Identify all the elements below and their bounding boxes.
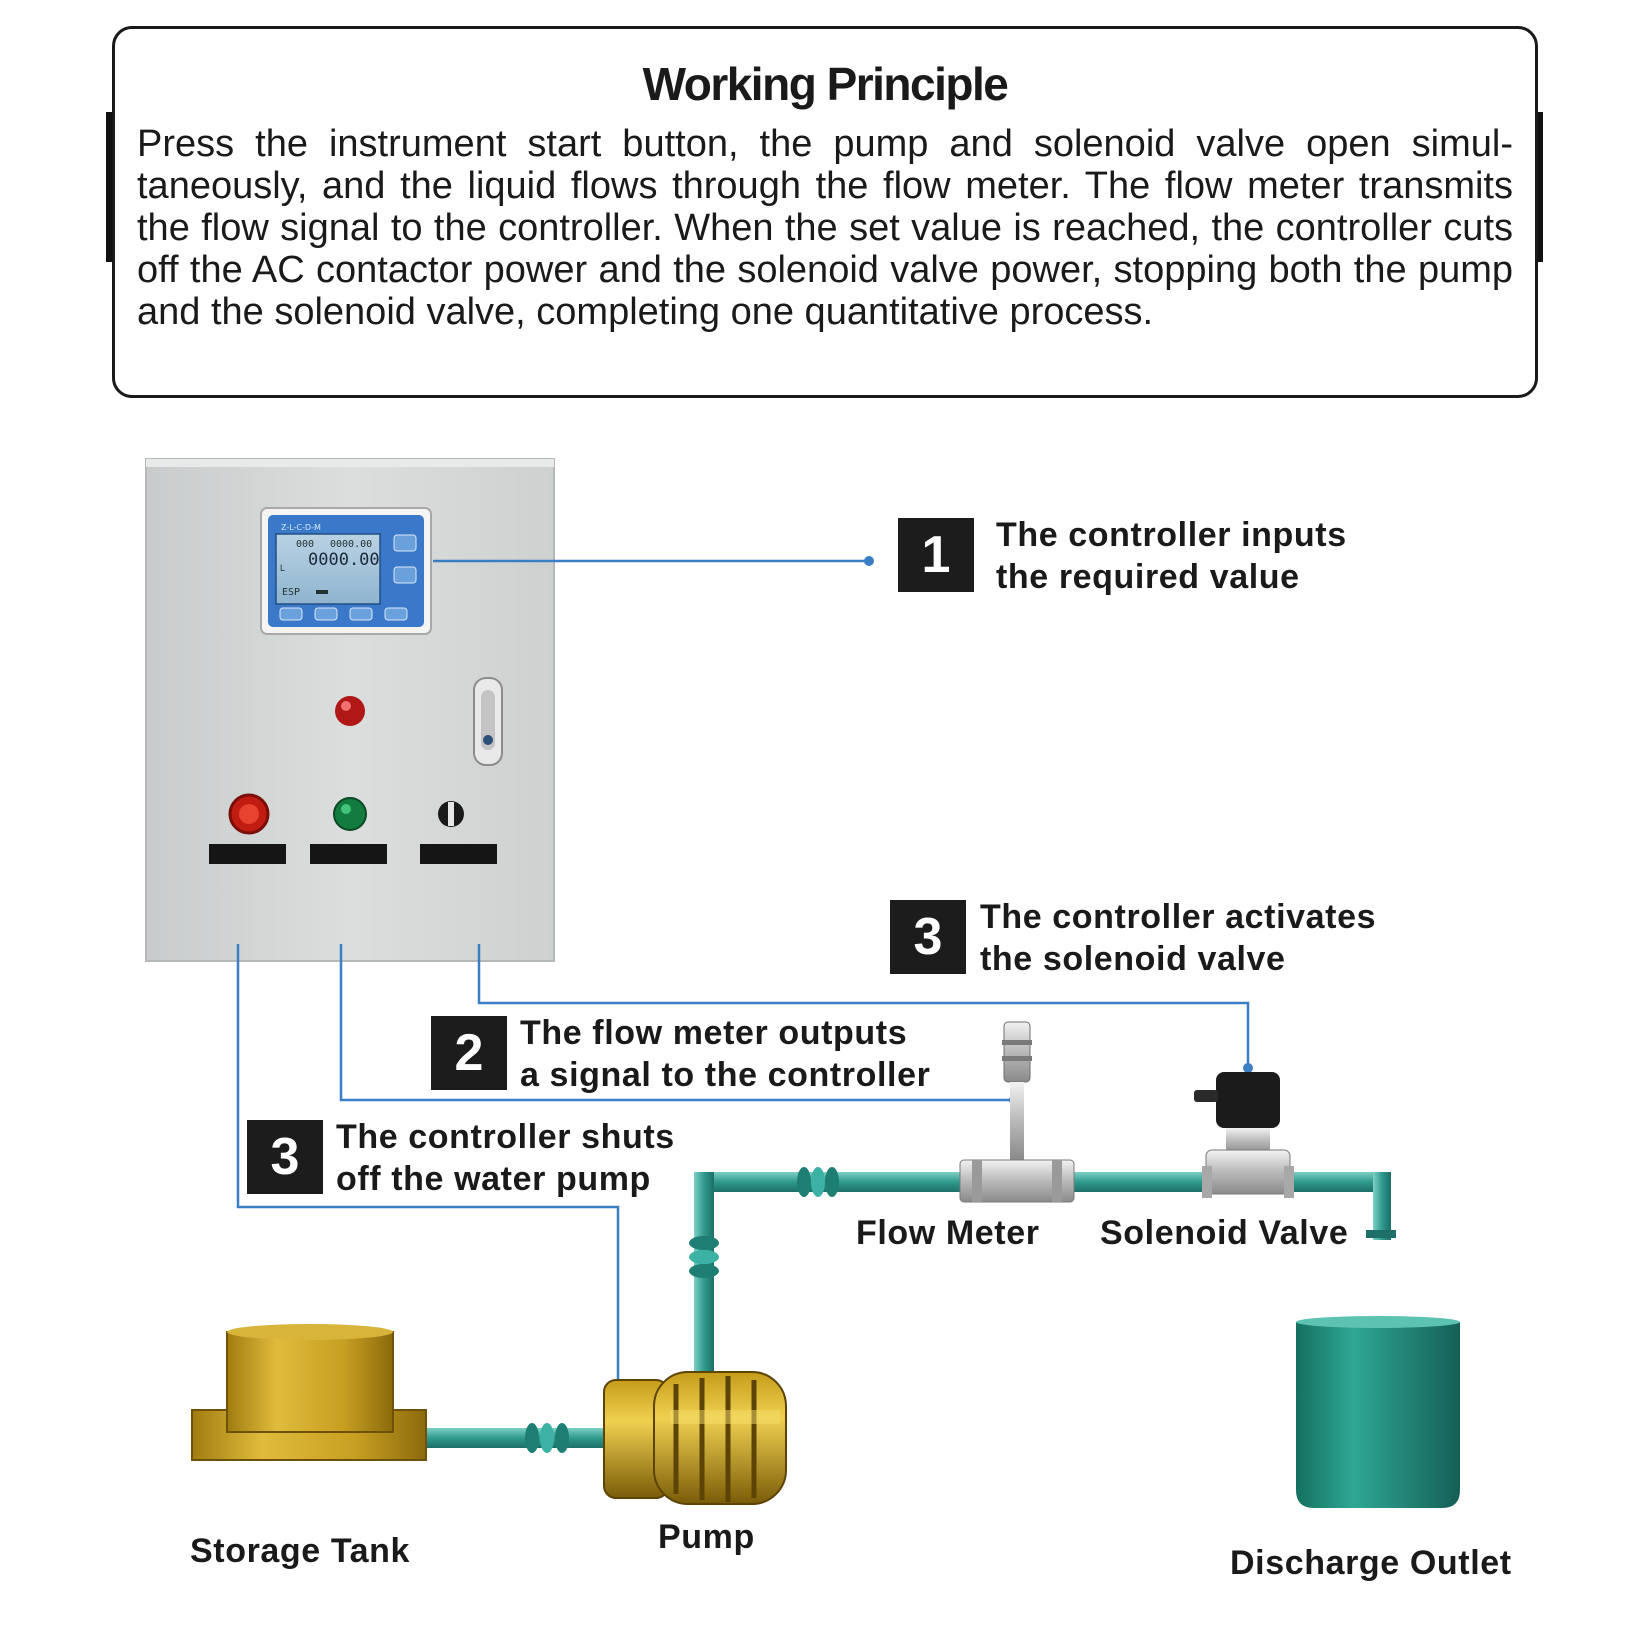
inline-valve-vertical	[689, 1236, 719, 1278]
stop-button	[228, 793, 270, 835]
signal-dot-solenoid	[1243, 1063, 1253, 1073]
inline-valve-bottom	[525, 1423, 569, 1453]
storage-tank-label: Storage Tank	[190, 1532, 411, 1570]
step-1-line-1: The controller inputs	[996, 516, 1347, 554]
step-badge-3-solenoid: 3	[890, 900, 966, 974]
step-3-pump-line-1: The controller shuts	[336, 1118, 675, 1156]
step-2-line-1: The flow meter outputs	[520, 1014, 908, 1052]
principle-box-left-bar	[106, 112, 117, 262]
signal-line-flow-meter	[339, 944, 1014, 1102]
discharge-outlet	[1296, 1316, 1460, 1508]
step-3-pump-line-2: off the water pump	[336, 1160, 651, 1198]
principle-text: Press the instrument start button, the p…	[137, 123, 1513, 333]
step-2-line-2: a signal to the controller	[520, 1056, 931, 1094]
controller-brand: Z-L-C-D-M	[281, 523, 321, 532]
pump	[603, 1371, 787, 1505]
step-3-solenoid-line-1: The controller activates	[980, 898, 1377, 936]
start-button	[333, 797, 367, 831]
solenoid-valve-label: Solenoid Valve	[1100, 1214, 1349, 1252]
signal-lines	[236, 559, 1250, 1400]
signal-dot-controller	[864, 556, 874, 566]
step-badge-2: 2	[431, 1016, 507, 1090]
signal-line-pump	[236, 944, 620, 1400]
flow-meter	[959, 1021, 1075, 1203]
label-plate-right	[420, 844, 497, 864]
flow-controller: Z-L-C-D-M 000 0000.00 0000.00 L ESP	[260, 507, 432, 635]
label-plate-left	[209, 844, 286, 864]
step-3-solenoid-caption: The controller activates the solenoid va…	[980, 896, 1376, 980]
red-indicator-lamp	[335, 696, 365, 726]
discharge-outlet-label: Discharge Outlet	[1230, 1544, 1512, 1582]
label-plate-center	[310, 844, 387, 864]
selector-switch	[438, 801, 464, 827]
step-2-caption: The flow meter outputs a signal to the c…	[520, 1012, 930, 1096]
step-1-caption: The controller inputs the required value	[996, 514, 1347, 598]
lcd-top-right: 0000.00	[330, 539, 372, 550]
working-principle-box: Working Principle Press the instrument s…	[112, 26, 1538, 398]
lcd-unit: L	[280, 563, 285, 573]
principle-title: Working Principle	[642, 58, 1009, 110]
storage-tank	[191, 1324, 427, 1461]
inline-valve-top	[797, 1167, 839, 1197]
lcd-status: ESP	[282, 587, 300, 598]
step-badge-3-pump: 3	[247, 1120, 323, 1194]
step-3-solenoid-line-2: the solenoid valve	[980, 940, 1286, 978]
cabinet-door-handle	[473, 677, 503, 766]
step-3-pump-caption: The controller shuts off the water pump	[336, 1116, 675, 1200]
step-1-line-2: the required value	[996, 558, 1300, 596]
step-badge-1: 1	[898, 518, 974, 592]
signal-line-solenoid	[477, 944, 1250, 1068]
lcd-main-value: 0000.00	[308, 550, 380, 570]
lcd-top-left: 000	[296, 539, 314, 550]
pump-label: Pump	[658, 1518, 755, 1556]
flow-meter-label: Flow Meter	[856, 1214, 1040, 1252]
solenoid-valve	[1194, 1072, 1294, 1198]
